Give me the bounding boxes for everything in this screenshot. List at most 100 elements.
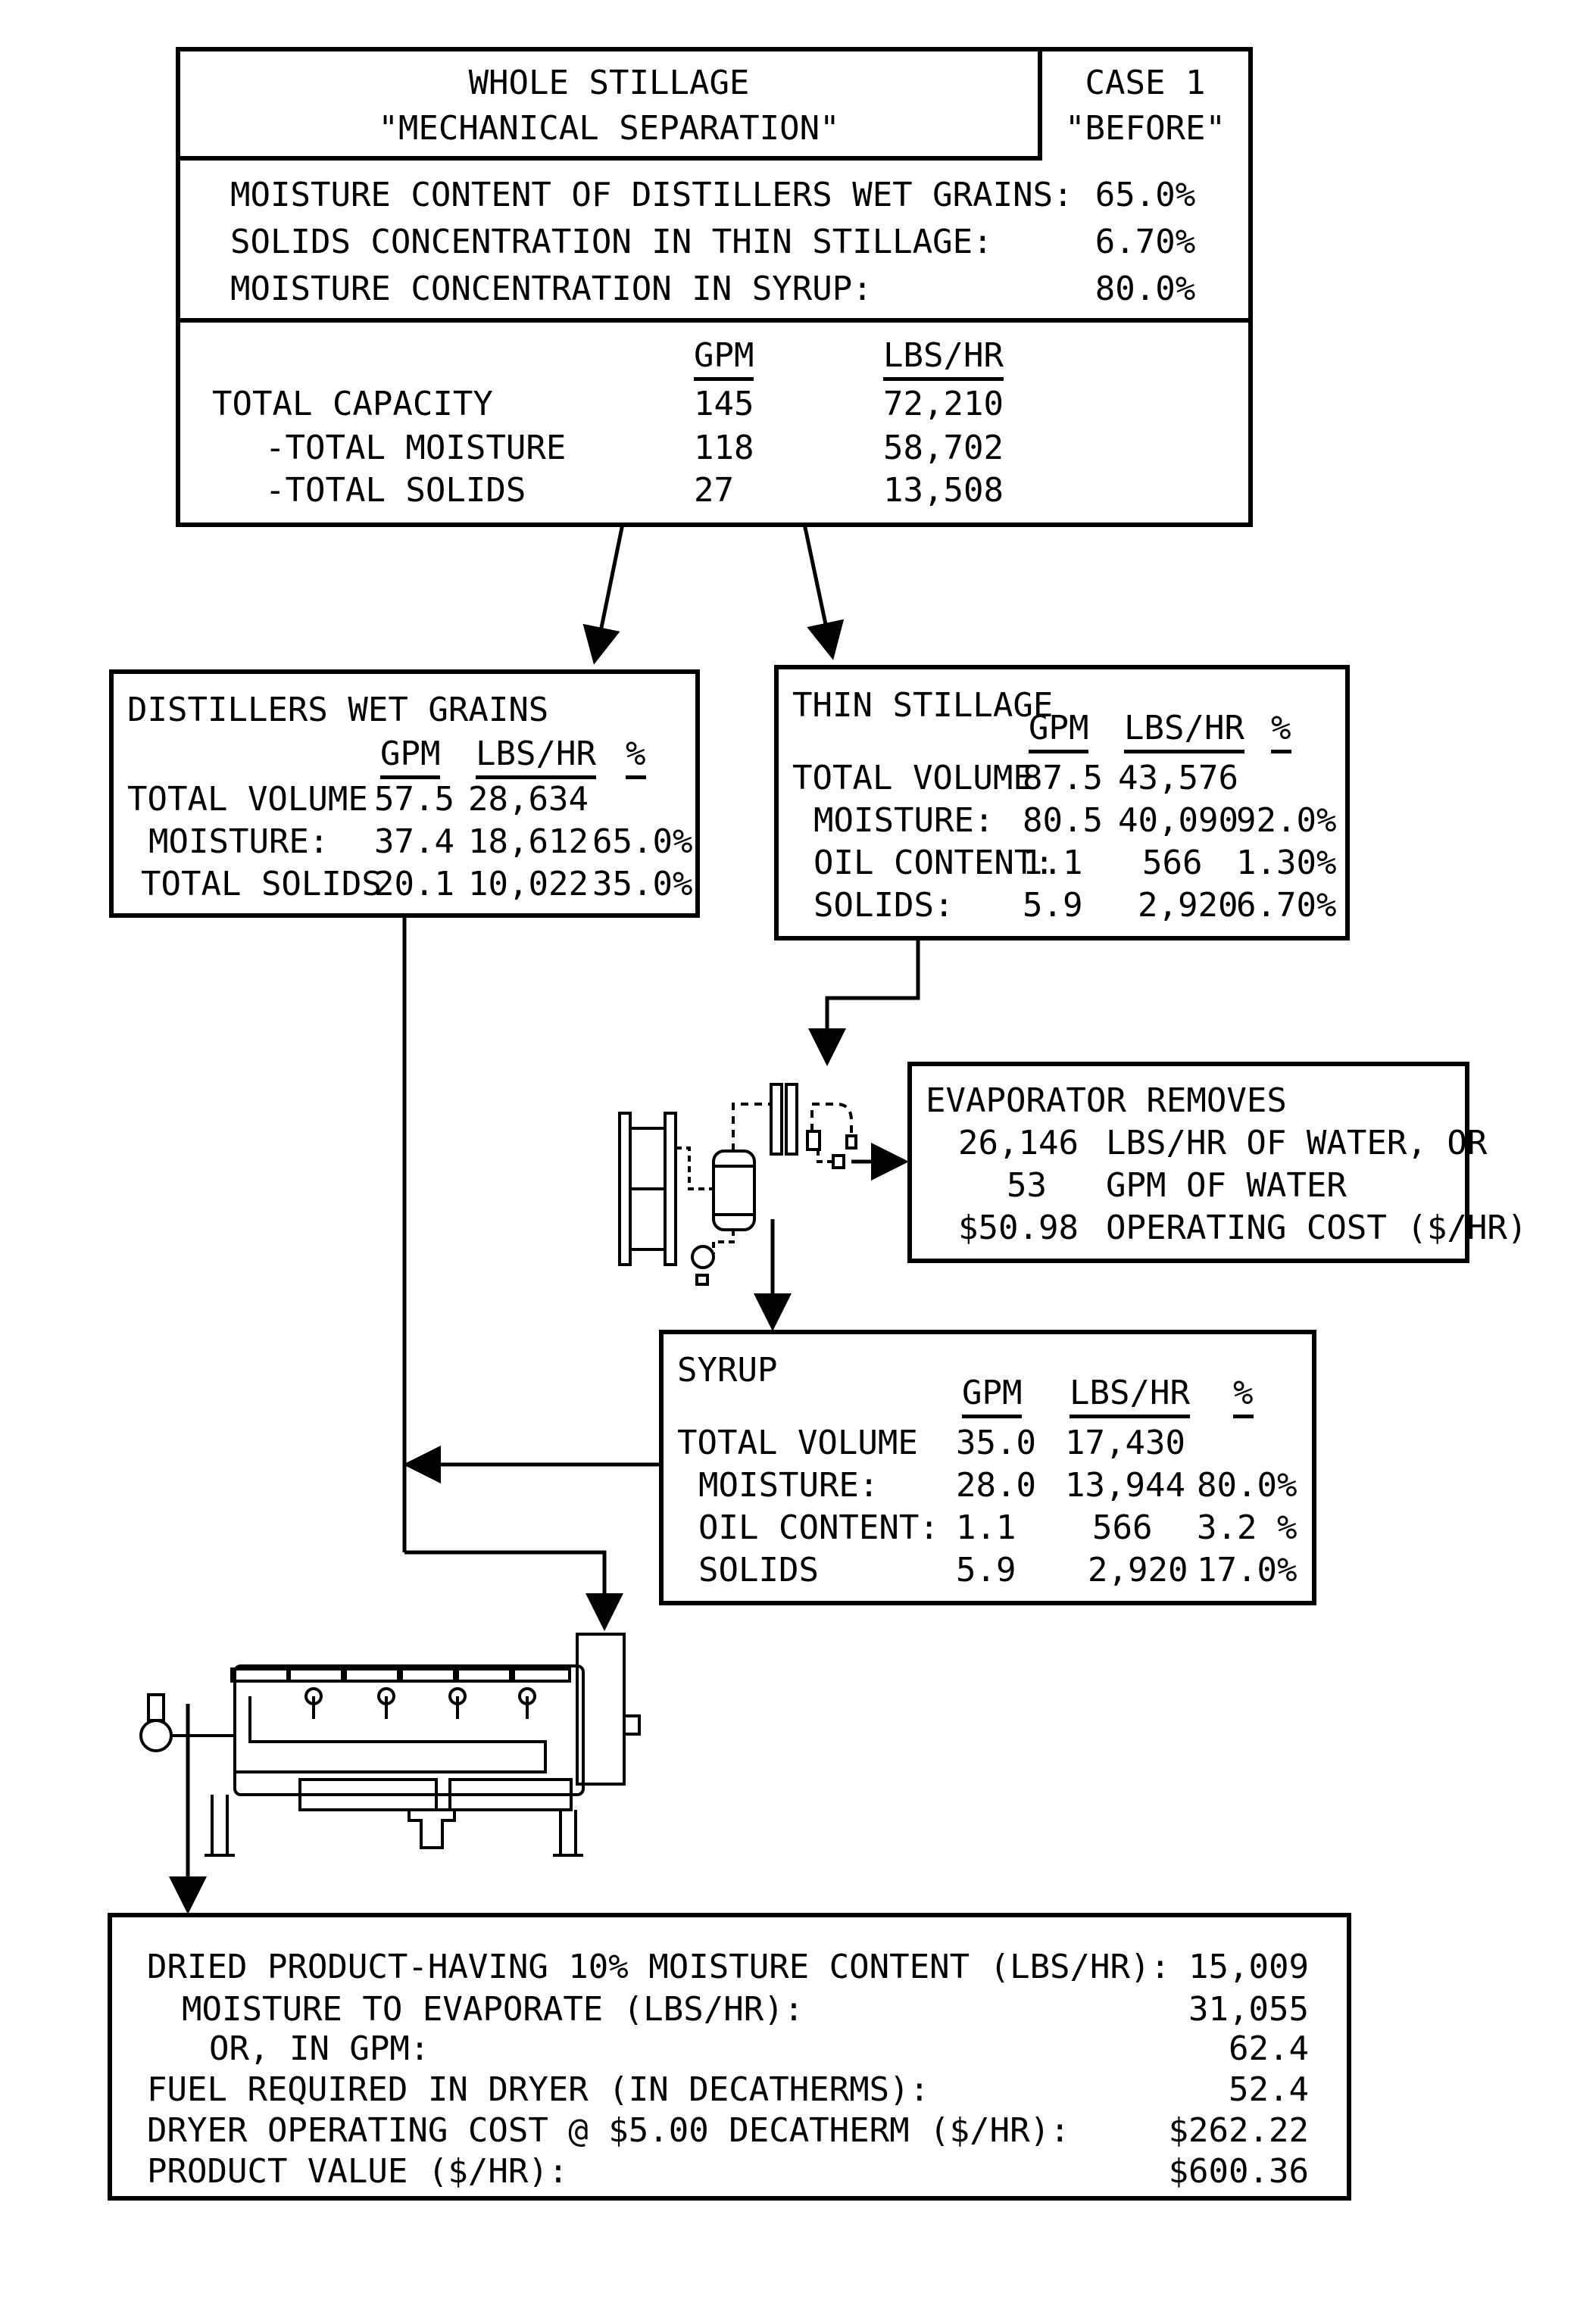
case-line1: CASE 1 <box>1042 67 1248 100</box>
dwg-row-pct: 35.0% <box>592 868 692 901</box>
thin-title: THIN STILLAGE <box>792 689 1053 722</box>
moisture-label: -TOTAL MOISTURE <box>265 432 566 465</box>
dwg-row-gpm: 37.4 <box>374 825 454 859</box>
evap-text: OPERATING COST ($/HR) <box>1106 1212 1527 1245</box>
syrup-row-gpm: 28.0 <box>956 1469 1036 1502</box>
syrup-row-pct: 17.0% <box>1197 1554 1297 1587</box>
dwg-row-lbs: 28,634 <box>468 783 589 816</box>
whole-stillage-box: WHOLE STILLAGE "MECHANICAL SEPARATION" C… <box>176 47 1253 527</box>
evap-value: 53 <box>927 1169 1047 1203</box>
arrow-to-dryer <box>404 1552 604 1624</box>
syrup-col-pct: % <box>1233 1377 1254 1418</box>
param-label: MOISTURE CONCENTRATION IN SYRUP: <box>230 273 873 306</box>
thin-row-pct: 6.70% <box>1236 889 1336 922</box>
title-line1: WHOLE STILLAGE <box>180 67 1038 100</box>
syrup-row-gpm: 35.0 <box>956 1427 1036 1460</box>
dryer-row-value: 52.4 <box>1097 2073 1309 2107</box>
param-value: 6.70% <box>1042 226 1248 259</box>
dwg-row-label: MOISTURE: <box>148 825 329 859</box>
thin-col-gpm: GPM <box>1029 712 1088 753</box>
moisture-gpm: 118 <box>694 432 754 465</box>
param-label: SOLIDS CONCENTRATION IN THIN STILLAGE: <box>230 226 993 259</box>
capacity-lbs: 72,210 <box>883 388 1004 421</box>
syrup-box: SYRUP GPM LBS/HR % TOTAL VOLUME 35.0 17,… <box>659 1330 1316 1605</box>
title-line2: "MECHANICAL SEPARATION" <box>180 112 1038 145</box>
param-value: 65.0% <box>1042 179 1248 212</box>
dryer-row-value: 15,009 <box>1097 1951 1309 1984</box>
syrup-row-pct: 80.0% <box>1197 1469 1297 1502</box>
moisture-lbs: 58,702 <box>883 432 1004 465</box>
evaporator-icon <box>620 1084 856 1284</box>
thin-row-label: TOTAL VOLUME <box>792 762 1033 795</box>
dryer-row-value: 31,055 <box>1097 1993 1309 2026</box>
solids-lbs: 13,508 <box>883 474 1004 507</box>
evaporator-removes-box: EVAPORATOR REMOVES 26,146 LBS/HR OF WATE… <box>907 1062 1469 1263</box>
syrup-row-lbs: 13,944 <box>1065 1469 1185 1502</box>
dwg-row-label: TOTAL SOLIDS <box>141 868 382 901</box>
dwg-row-gpm: 57.5 <box>374 783 454 816</box>
dwg-col-lbs: LBS/HR <box>476 738 596 779</box>
dried-product-box: DRIED PRODUCT-HAVING 10% MOISTURE CONTEN… <box>108 1913 1351 2201</box>
solids-gpm: 27 <box>694 474 734 507</box>
dryer-icon <box>141 1634 639 1855</box>
evap-text: GPM OF WATER <box>1106 1169 1347 1203</box>
param-label: MOISTURE CONTENT OF DISTILLERS WET GRAIN… <box>230 179 1073 212</box>
param-value: 80.0% <box>1042 273 1248 306</box>
dwg-row-label: TOTAL VOLUME <box>127 783 368 816</box>
dwg-row-lbs: 10,022 <box>468 868 589 901</box>
syrup-row-label: OIL CONTENT: <box>698 1511 939 1545</box>
col-header-lbs: LBS/HR <box>883 339 1004 381</box>
dwg-col-gpm: GPM <box>380 738 440 779</box>
case-cell: CASE 1 "BEFORE" 65.0% 6.70% 80.0% <box>1042 51 1253 323</box>
syrup-row-lbs: 17,430 <box>1065 1427 1185 1460</box>
thin-row-label: MOISTURE: <box>813 804 994 838</box>
dwg-row-gpm: 20.1 <box>374 868 454 901</box>
distillers-wet-grains-box: DISTILLERS WET GRAINS GPM LBS/HR % TOTAL… <box>109 669 700 918</box>
syrup-col-gpm: GPM <box>962 1377 1022 1418</box>
arrow-to-evaporator <box>827 939 918 1059</box>
dryer-row-label: DRIED PRODUCT-HAVING 10% MOISTURE CONTEN… <box>147 1951 1170 1984</box>
capacity-label: TOTAL CAPACITY <box>212 388 493 421</box>
syrup-row-lbs: 2,920 <box>1088 1554 1188 1587</box>
evap-text: LBS/HR OF WATER, OR <box>1106 1127 1487 1160</box>
syrup-row-gpm: 5.9 <box>956 1554 1016 1587</box>
dryer-row-label: DRYER OPERATING COST @ $5.00 DECATHERM (… <box>147 2114 1070 2148</box>
thin-row-gpm: 1.1 <box>1023 847 1082 880</box>
syrup-row-gpm: 1.1 <box>956 1511 1016 1545</box>
divider <box>180 318 1042 323</box>
thin-row-pct: 1.30% <box>1236 847 1336 880</box>
thin-stillage-box: THIN STILLAGE GPM LBS/HR % TOTAL VOLUME … <box>774 665 1350 941</box>
evap-value: 26,146 <box>927 1127 1079 1160</box>
syrup-row-pct: 3.2 % <box>1197 1511 1297 1545</box>
arrow-to-dwg <box>595 524 623 657</box>
syrup-row-label: TOTAL VOLUME <box>677 1427 918 1460</box>
case-line2: "BEFORE" <box>1042 112 1248 145</box>
thin-row-gpm: 87.5 <box>1023 762 1103 795</box>
dryer-row-label: PRODUCT VALUE ($/HR): <box>147 2155 568 2188</box>
dryer-row-value: $600.36 <box>1097 2155 1309 2188</box>
dryer-row-label: FUEL REQUIRED IN DRYER (IN DECATHERMS): <box>147 2073 929 2107</box>
dryer-row-label: OR, IN GPM: <box>209 2032 429 2066</box>
dryer-row-value: $262.22 <box>1097 2114 1309 2148</box>
arrow-to-thin-stillage <box>804 524 832 653</box>
thin-col-lbs: LBS/HR <box>1124 712 1244 753</box>
evap-title: EVAPORATOR REMOVES <box>926 1084 1287 1118</box>
syrup-title: SYRUP <box>677 1354 777 1387</box>
dryer-row-label: MOISTURE TO EVAPORATE (LBS/HR): <box>182 1993 804 2026</box>
thin-row-label: OIL CONTENT: <box>813 847 1054 880</box>
thin-row-gpm: 80.5 <box>1023 804 1103 838</box>
thin-row-label: SOLIDS: <box>813 889 954 922</box>
capacity-gpm: 145 <box>694 388 754 421</box>
thin-col-pct: % <box>1271 712 1291 753</box>
dwg-row-pct: 65.0% <box>592 825 692 859</box>
title-cell: WHOLE STILLAGE "MECHANICAL SEPARATION" <box>180 51 1042 161</box>
syrup-col-lbs: LBS/HR <box>1070 1377 1190 1418</box>
solids-label: -TOTAL SOLIDS <box>265 474 526 507</box>
dryer-row-value: 62.4 <box>1097 2032 1309 2066</box>
thin-row-gpm: 5.9 <box>1023 889 1082 922</box>
dwg-col-pct: % <box>626 738 646 779</box>
dwg-row-lbs: 18,612 <box>468 825 589 859</box>
col-header-gpm: GPM <box>694 339 754 381</box>
thin-row-lbs: 40,090 <box>1118 804 1238 838</box>
syrup-row-lbs: 566 <box>1092 1511 1152 1545</box>
